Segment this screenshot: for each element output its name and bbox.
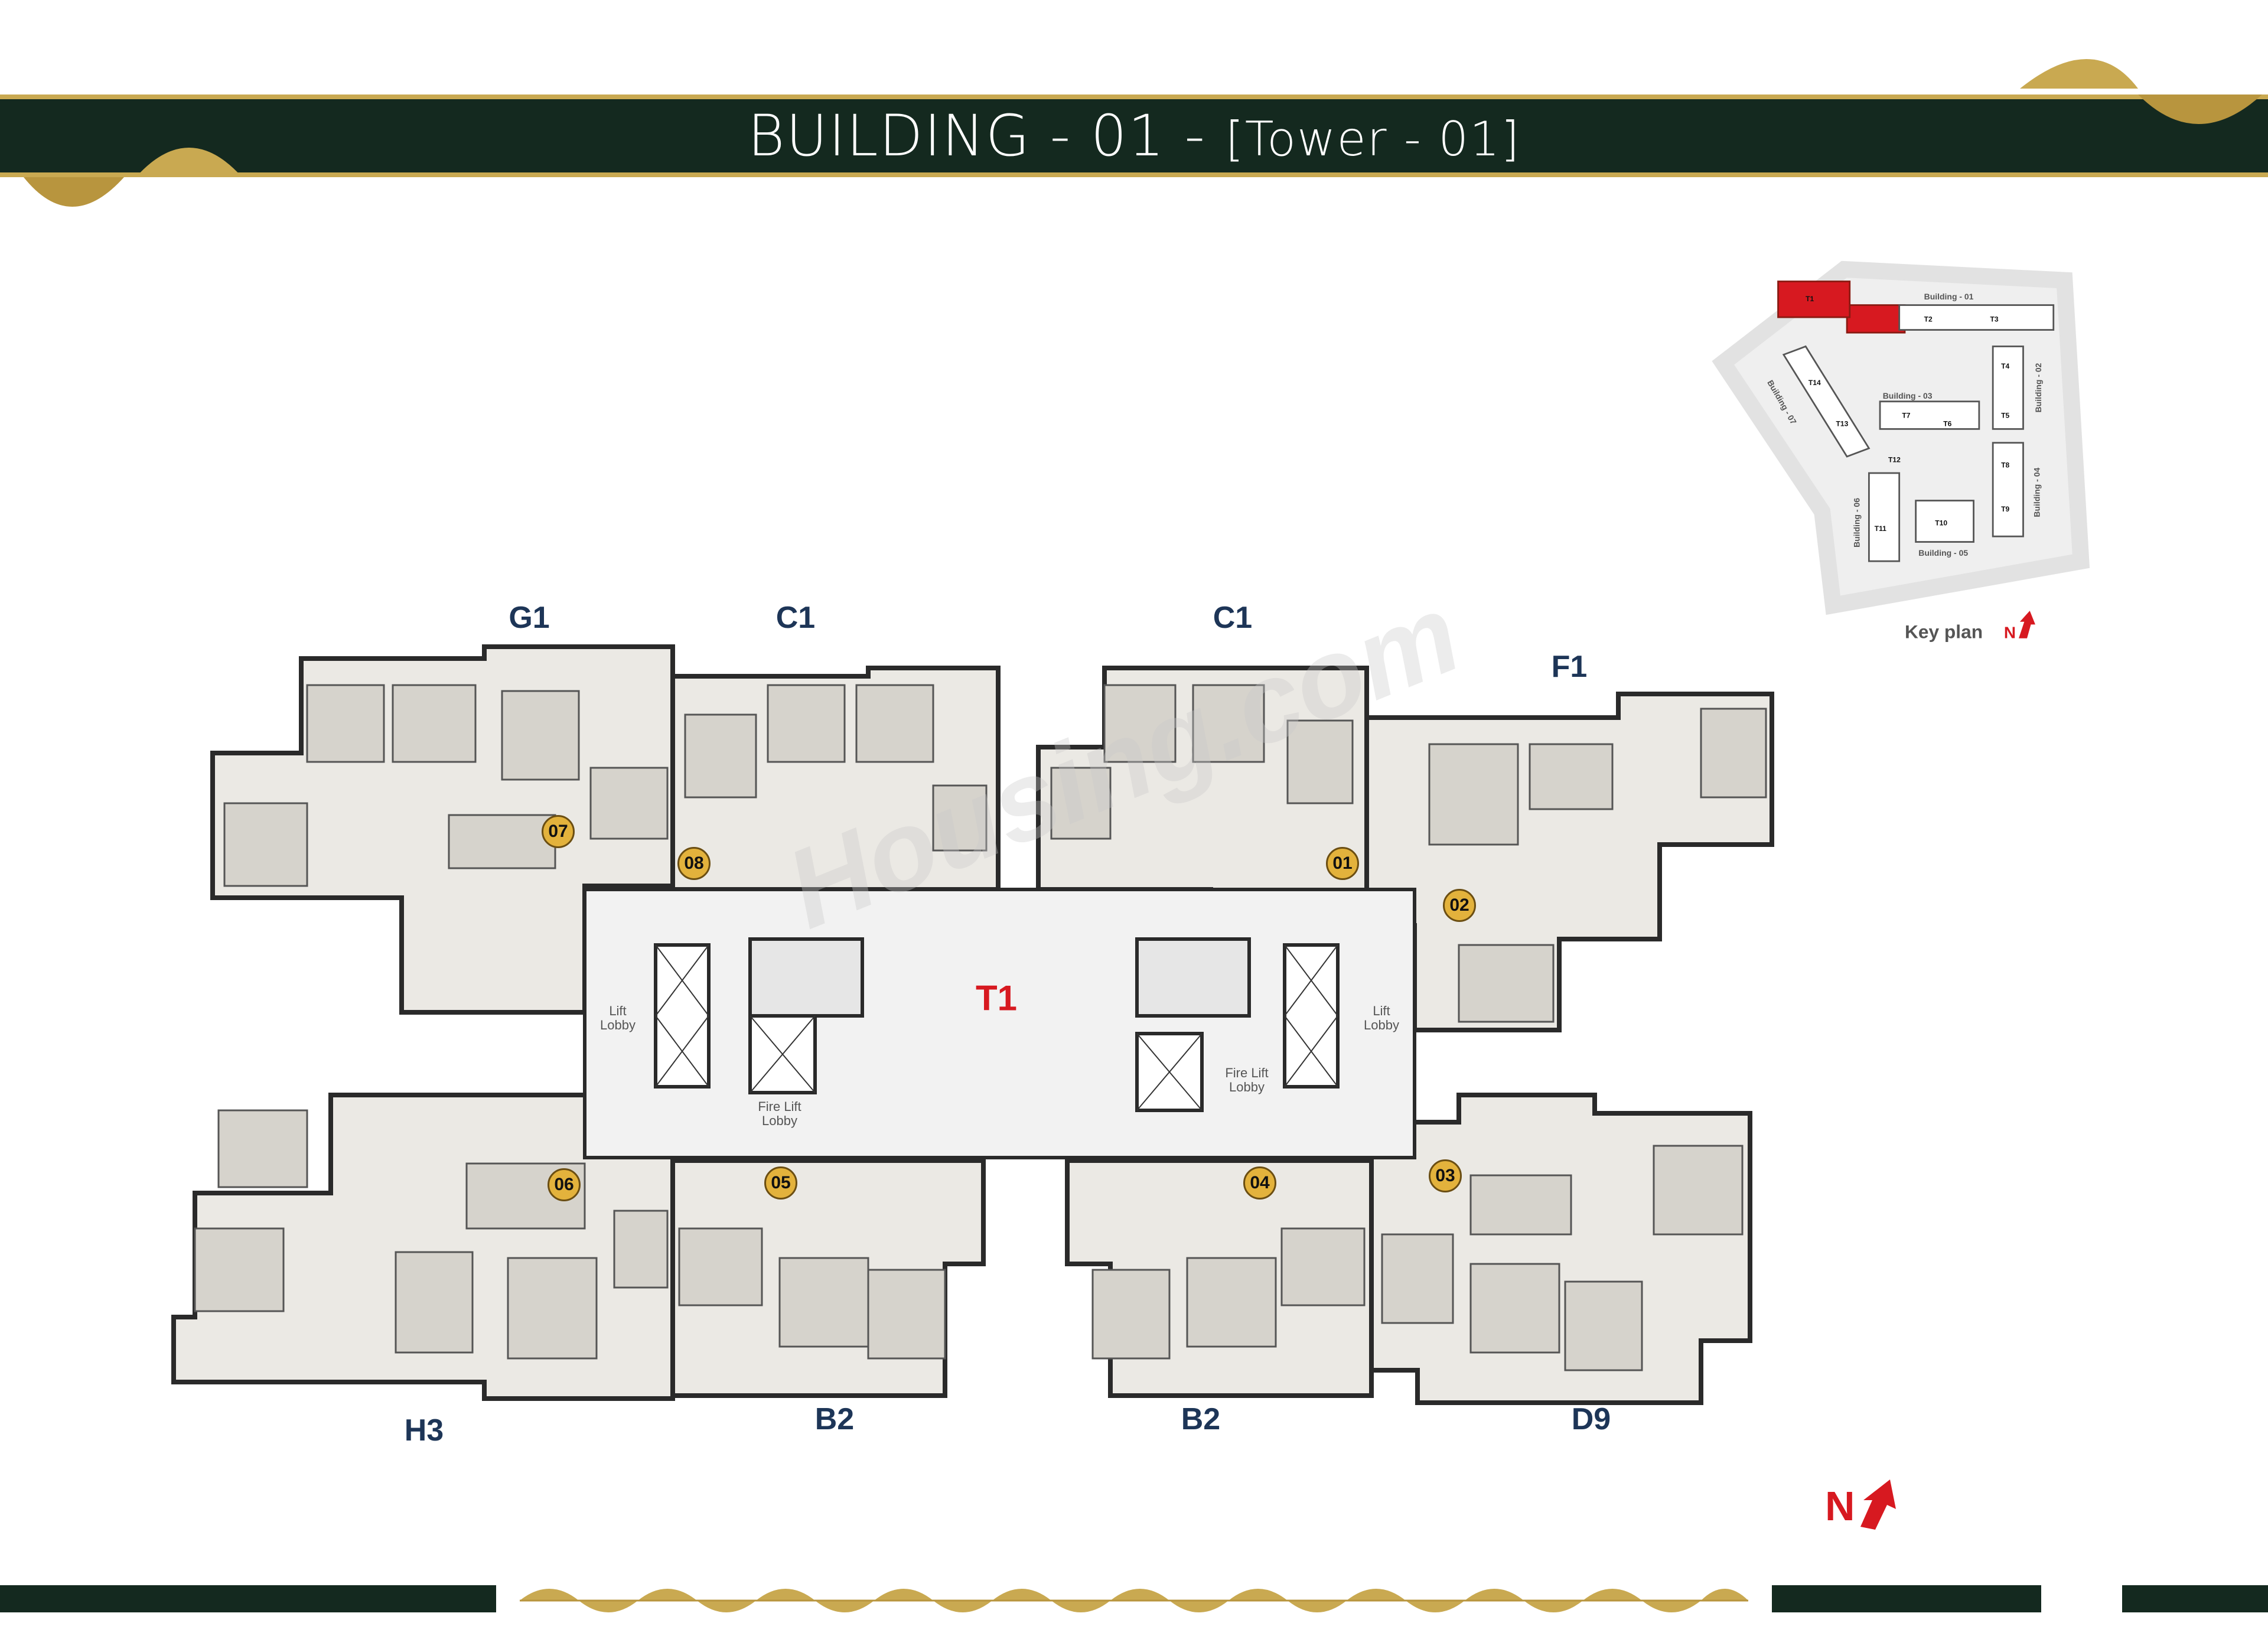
key-plan-building-01: Building - 01 bbox=[1924, 292, 1974, 301]
unit-type-d9: D9 bbox=[1571, 1402, 1611, 1436]
key-plan-building-02: Building - 02 bbox=[2034, 363, 2043, 412]
key-plan-tower-t12: T12 bbox=[1888, 455, 1901, 464]
page-title: BUILDING - 01 - [Tower - 01] bbox=[0, 100, 2268, 175]
unit-type-f1: F1 bbox=[1551, 650, 1588, 684]
key-plan-building-04: Building - 04 bbox=[2032, 468, 2041, 517]
key-plan-tower-t3: T3 bbox=[1990, 315, 1999, 324]
key-plan-tower-t1: T1 bbox=[1806, 295, 1814, 303]
key-plan-tower-t14: T14 bbox=[1808, 379, 1821, 387]
key-plan-tower-t13: T13 bbox=[1836, 420, 1848, 428]
title-tower: [Tower - 01] bbox=[1225, 112, 1521, 167]
key-plan-tower-t8: T8 bbox=[2001, 461, 2009, 470]
lift-lobby-left: Lift Lobby bbox=[600, 1003, 636, 1032]
key-plan-label: Key plan bbox=[1905, 621, 1983, 643]
unit-number-07: 07 bbox=[542, 815, 575, 848]
key-plan-tower-t4: T4 bbox=[2001, 362, 2009, 370]
unit-type-g1: G1 bbox=[509, 601, 550, 635]
unit-number-06: 06 bbox=[548, 1168, 581, 1201]
key-plan-building-05: Building - 05 bbox=[1918, 548, 1968, 558]
unit-number-03: 03 bbox=[1429, 1159, 1462, 1192]
north-label: N bbox=[1825, 1483, 1855, 1529]
key-plan-tower-t9: T9 bbox=[2001, 505, 2009, 513]
key-plan-t1 bbox=[1846, 304, 1906, 334]
gold-wave-decoration bbox=[24, 59, 2262, 207]
unit-number-04: 04 bbox=[1243, 1166, 1276, 1200]
key-plan-building-03: Building - 03 bbox=[1883, 391, 1933, 400]
key-plan: T1 T2 T3 T4 T5 T6 T7 T8 T9 T10 T11 T12 T… bbox=[1712, 260, 2090, 643]
unit-type-b2-right: B2 bbox=[1181, 1402, 1221, 1436]
key-plan-tower-t2: T2 bbox=[1924, 315, 1933, 324]
unit-type-b2-left: B2 bbox=[814, 1402, 855, 1436]
key-plan-north: N bbox=[2004, 624, 2016, 642]
key-plan-building-06: Building - 06 bbox=[1852, 498, 1862, 547]
north-arrow-icon bbox=[1860, 1479, 1896, 1530]
unit-type-h3: H3 bbox=[404, 1413, 444, 1448]
title-building: BUILDING - 01 - bbox=[747, 103, 1226, 169]
key-plan-tower-t10: T10 bbox=[1935, 519, 1947, 527]
key-plan-north-arrow-icon bbox=[2019, 611, 2035, 638]
key-plan-t1-highlight bbox=[1777, 281, 1851, 318]
fire-lift-lobby-left: Fire Lift Lobby bbox=[758, 1099, 801, 1128]
key-plan-tower-t7: T7 bbox=[1902, 412, 1910, 420]
header-band bbox=[0, 94, 2268, 177]
footer-band-right bbox=[1772, 1585, 2041, 1612]
key-plan-tower-t11: T11 bbox=[1875, 524, 1886, 533]
unit-number-01: 01 bbox=[1326, 847, 1359, 880]
lift-lobby-right: Lift Lobby bbox=[1364, 1003, 1399, 1032]
fire-lift-lobby-right: Fire Lift Lobby bbox=[1225, 1065, 1269, 1094]
footer-band-far-right bbox=[2122, 1585, 2268, 1612]
unit-number-08: 08 bbox=[677, 847, 711, 880]
key-plan-tower-t5: T5 bbox=[2001, 412, 2009, 420]
unit-number-02: 02 bbox=[1443, 889, 1476, 922]
footer-gold-waves bbox=[520, 1589, 1748, 1612]
key-plan-tower-t6: T6 bbox=[1943, 420, 1951, 428]
unit-type-c1-left: C1 bbox=[775, 601, 816, 635]
unit-type-c1-right: C1 bbox=[1213, 601, 1253, 635]
footer-band-left bbox=[0, 1585, 496, 1612]
tower-label: T1 bbox=[975, 978, 1018, 1018]
unit-number-05: 05 bbox=[764, 1166, 797, 1200]
